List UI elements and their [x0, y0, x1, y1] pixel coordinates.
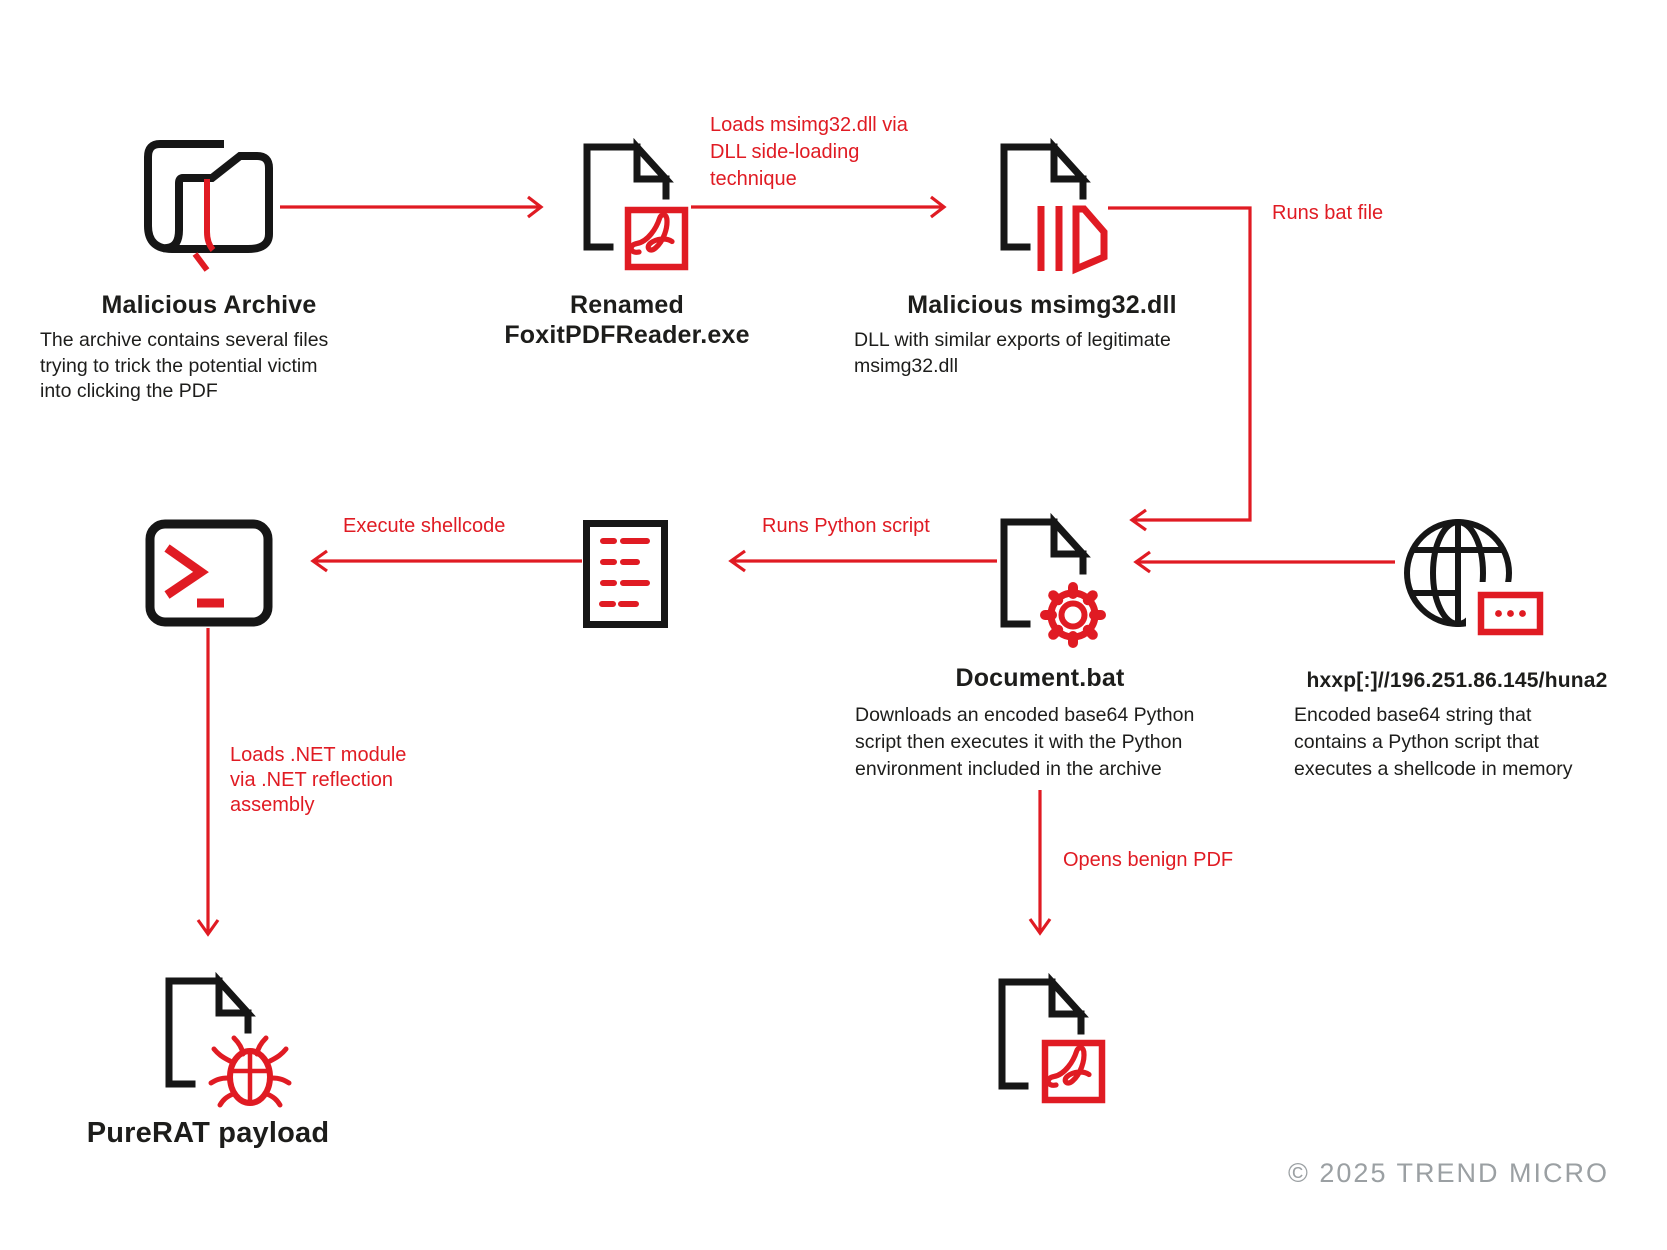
edge-label-loads-net: Loads .NET module via .NET reflection as…: [230, 744, 407, 816]
edge-label-opens-benign-pdf: Opens benign PDF: [1063, 849, 1234, 871]
msimg32-description: DLL with similar exports of legitimate m…: [854, 329, 1171, 377]
documentbat-description: Downloads an encoded base64 Python scrip…: [855, 704, 1195, 780]
pdf-document-icon: [583, 137, 689, 271]
edge-label-runs-python: Runs Python script: [762, 515, 930, 537]
documentbat-title: Document.bat: [955, 664, 1125, 692]
c2-url-title: hxxp[:]//196.251.86.145/huna2: [1306, 669, 1608, 692]
ellipsis-box-icon: [1477, 591, 1544, 636]
adobe-pdf-logo-icon: [628, 212, 675, 255]
pdf-document-icon: [998, 972, 1106, 1104]
foxit-title: Renamed FoxitPDFReader.exe: [504, 291, 750, 349]
edge-label-execute-shellcode: Execute shellcode: [343, 515, 506, 537]
prompt-chevron-icon: [164, 544, 209, 599]
archive-description: The archive contains several files tryin…: [40, 329, 329, 402]
gear-document-icon: [1000, 512, 1106, 648]
globe-ellipsis-icon: [1404, 519, 1558, 654]
copyright-notice: © 2025 TREND MICRO: [1288, 1158, 1609, 1188]
arrow-foxit-to-msimg32: [691, 195, 947, 219]
globe-icon: [1404, 519, 1512, 627]
arrow-script-to-terminal: [310, 549, 582, 573]
archive-folder-icon: [144, 140, 273, 272]
gear-icon: [1040, 582, 1106, 648]
edge-label-runs-bat-file: Runs bat file: [1272, 202, 1384, 224]
bug-document-icon: [165, 971, 292, 1108]
arrow-runs-bat-file: [1108, 206, 1252, 532]
code-dashes-icon: [599, 538, 650, 607]
msimg32-title: Malicious msimg32.dll: [907, 291, 1177, 319]
arrow-archive-to-foxit: [280, 195, 544, 219]
purerat-title: PureRAT payload: [86, 1117, 330, 1149]
terminal-icon: [145, 519, 273, 627]
arrow-terminal-to-purerat: [196, 628, 220, 937]
archive-title: Malicious Archive: [101, 291, 317, 319]
arrow-documentbat-to-benignpdf: [1028, 790, 1052, 936]
dll-document-icon: [1000, 137, 1108, 275]
flow-arrows: [196, 195, 1395, 937]
c2-description: Encoded base64 string that contains a Py…: [1294, 704, 1573, 780]
bug-icon: [208, 1035, 292, 1108]
arrow-c2-to-documentbat: [1133, 550, 1395, 574]
script-lines-icon: [583, 520, 668, 628]
arrow-documentbat-to-script: [728, 549, 997, 573]
edge-label-loads-msimg32: Loads msimg32.dll via DLL side-loading t…: [710, 114, 908, 190]
adobe-pdf-logo-icon: [1045, 1045, 1092, 1088]
